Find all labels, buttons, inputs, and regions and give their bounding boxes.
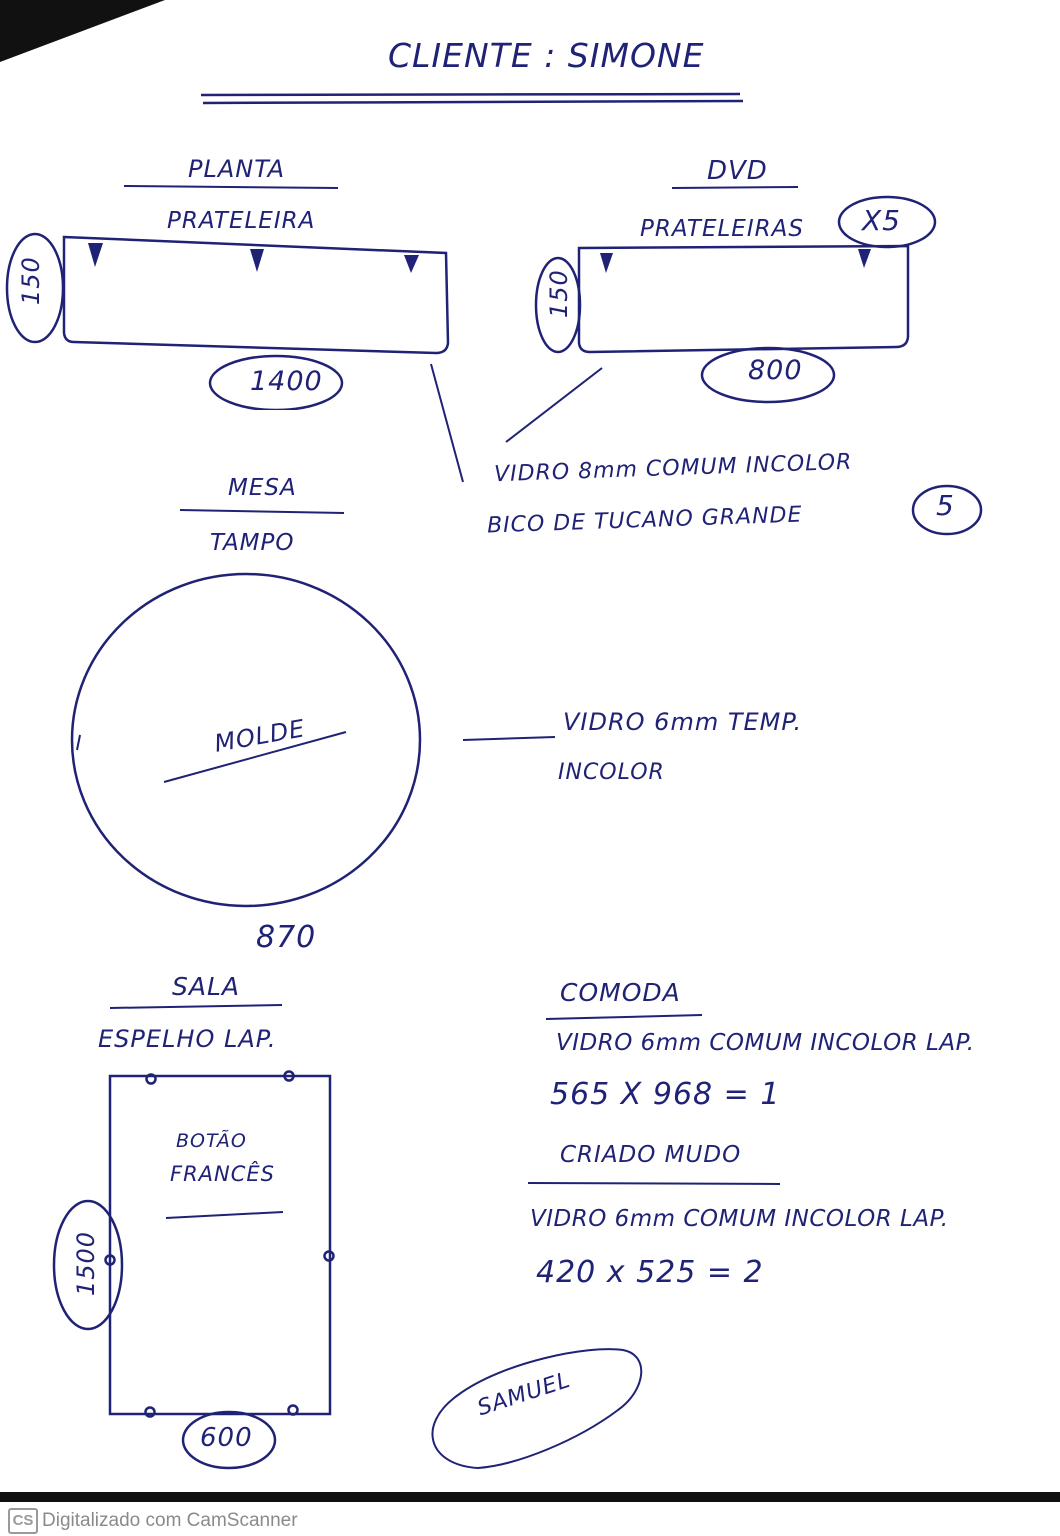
scanner-footer: CS Digitalizado com CamScanner bbox=[0, 1492, 1060, 1536]
sala-width-value: 600 bbox=[200, 1423, 253, 1453]
planta-clip-3 bbox=[404, 255, 419, 273]
dvd-shelf-drawing bbox=[534, 244, 910, 404]
scanner-footer-text: Digitalizado com CamScanner bbox=[42, 1510, 298, 1531]
mesa-heading: MESA bbox=[228, 475, 297, 501]
tabletop-circle bbox=[70, 572, 422, 908]
mirror-button-1 bbox=[145, 1073, 157, 1085]
planta-height-value: 150 bbox=[17, 256, 45, 305]
molde-underline bbox=[163, 731, 347, 783]
mirror-button-5 bbox=[144, 1406, 156, 1418]
mesa-note-line2: INCOLOR bbox=[558, 760, 665, 785]
planta-heading: PLANTA bbox=[188, 155, 286, 183]
sala-label-line2: FRANCÊS bbox=[170, 1162, 276, 1186]
comoda-heading-underline bbox=[545, 1014, 703, 1020]
criado-mudo-spec: VIDRO 6mm COMUM INCOLOR LAP. bbox=[530, 1206, 949, 1232]
sala-item: ESPELHO LAP. bbox=[98, 1025, 277, 1053]
dvd-width-circle bbox=[700, 346, 836, 404]
comoda-spec: VIDRO 6mm COMUM INCOLOR LAP. bbox=[556, 1030, 975, 1056]
criado-mudo-size: 420 x 525 = 2 bbox=[536, 1255, 764, 1290]
planta-height-circle bbox=[5, 232, 65, 344]
comoda-heading: COMODA bbox=[560, 978, 681, 1007]
mirror-button-2 bbox=[283, 1070, 295, 1082]
dvd-heading-underline bbox=[671, 186, 799, 189]
dvd-height-value: 150 bbox=[545, 269, 573, 318]
planta-clip-1 bbox=[88, 243, 103, 267]
planta-item: PRATELEIRA bbox=[167, 208, 316, 234]
mesa-leader-line bbox=[462, 736, 556, 741]
dvd-height-circle bbox=[534, 256, 582, 354]
dvd-heading: DVD bbox=[707, 156, 768, 186]
shelf-leader-lines bbox=[430, 363, 603, 483]
camscanner-logo: CS bbox=[8, 1508, 38, 1534]
title-underline bbox=[200, 92, 744, 105]
client-title: CLIENTE : SIMONE bbox=[388, 36, 705, 75]
planta-width-value: 1400 bbox=[250, 366, 323, 397]
mirror-button-4 bbox=[323, 1250, 335, 1262]
criado-mudo-heading-underline bbox=[527, 1182, 781, 1185]
mesa-diameter: 870 bbox=[256, 920, 317, 955]
mesa-note-line1: VIDRO 6mm TEMP. bbox=[563, 708, 803, 736]
page-corner-shadow bbox=[0, 0, 165, 62]
tabletop-mark bbox=[76, 734, 81, 751]
planta-shelf-drawing bbox=[5, 232, 450, 410]
sala-heading-underline bbox=[109, 1004, 283, 1009]
mesa-heading-underline bbox=[179, 509, 345, 514]
mesa-item: TAMPO bbox=[210, 530, 295, 556]
criado-mudo-heading: CRIADO MUDO bbox=[560, 1142, 742, 1168]
planta-shelf-outline bbox=[62, 235, 450, 355]
dvd-width-value: 800 bbox=[748, 355, 803, 386]
shelf-note-count-circle bbox=[911, 484, 983, 536]
signature-loop bbox=[431, 1348, 643, 1470]
shelf-note-count: 5 bbox=[936, 489, 955, 522]
sala-heading: SALA bbox=[172, 972, 241, 1001]
shelf-note-line2: BICO DE TUCANO GRANDE bbox=[486, 502, 803, 539]
sala-label-line1: BOTÃO bbox=[176, 1130, 247, 1152]
comoda-size: 565 X 968 = 1 bbox=[550, 1077, 781, 1112]
dvd-qty: X5 bbox=[862, 204, 901, 237]
sala-mirror-drawing bbox=[52, 1070, 335, 1470]
sala-height-value: 1500 bbox=[72, 1230, 100, 1296]
mesa-tabletop-drawing bbox=[70, 572, 422, 908]
mirror-button-3 bbox=[104, 1254, 116, 1266]
mirror-outline bbox=[108, 1074, 332, 1416]
planta-clip-2 bbox=[250, 249, 264, 272]
dvd-clip-1 bbox=[600, 253, 613, 273]
dvd-item: PRATELEIRAS bbox=[640, 216, 804, 242]
planta-width-circle bbox=[208, 354, 344, 410]
dvd-clip-2 bbox=[858, 249, 871, 268]
botao-frances-underline bbox=[165, 1211, 284, 1219]
dvd-shelf-outline bbox=[577, 244, 910, 354]
sala-height-circle bbox=[52, 1199, 124, 1331]
mirror-button-6 bbox=[287, 1404, 299, 1416]
sala-width-circle bbox=[181, 1410, 277, 1470]
planta-heading-underline bbox=[123, 185, 339, 189]
